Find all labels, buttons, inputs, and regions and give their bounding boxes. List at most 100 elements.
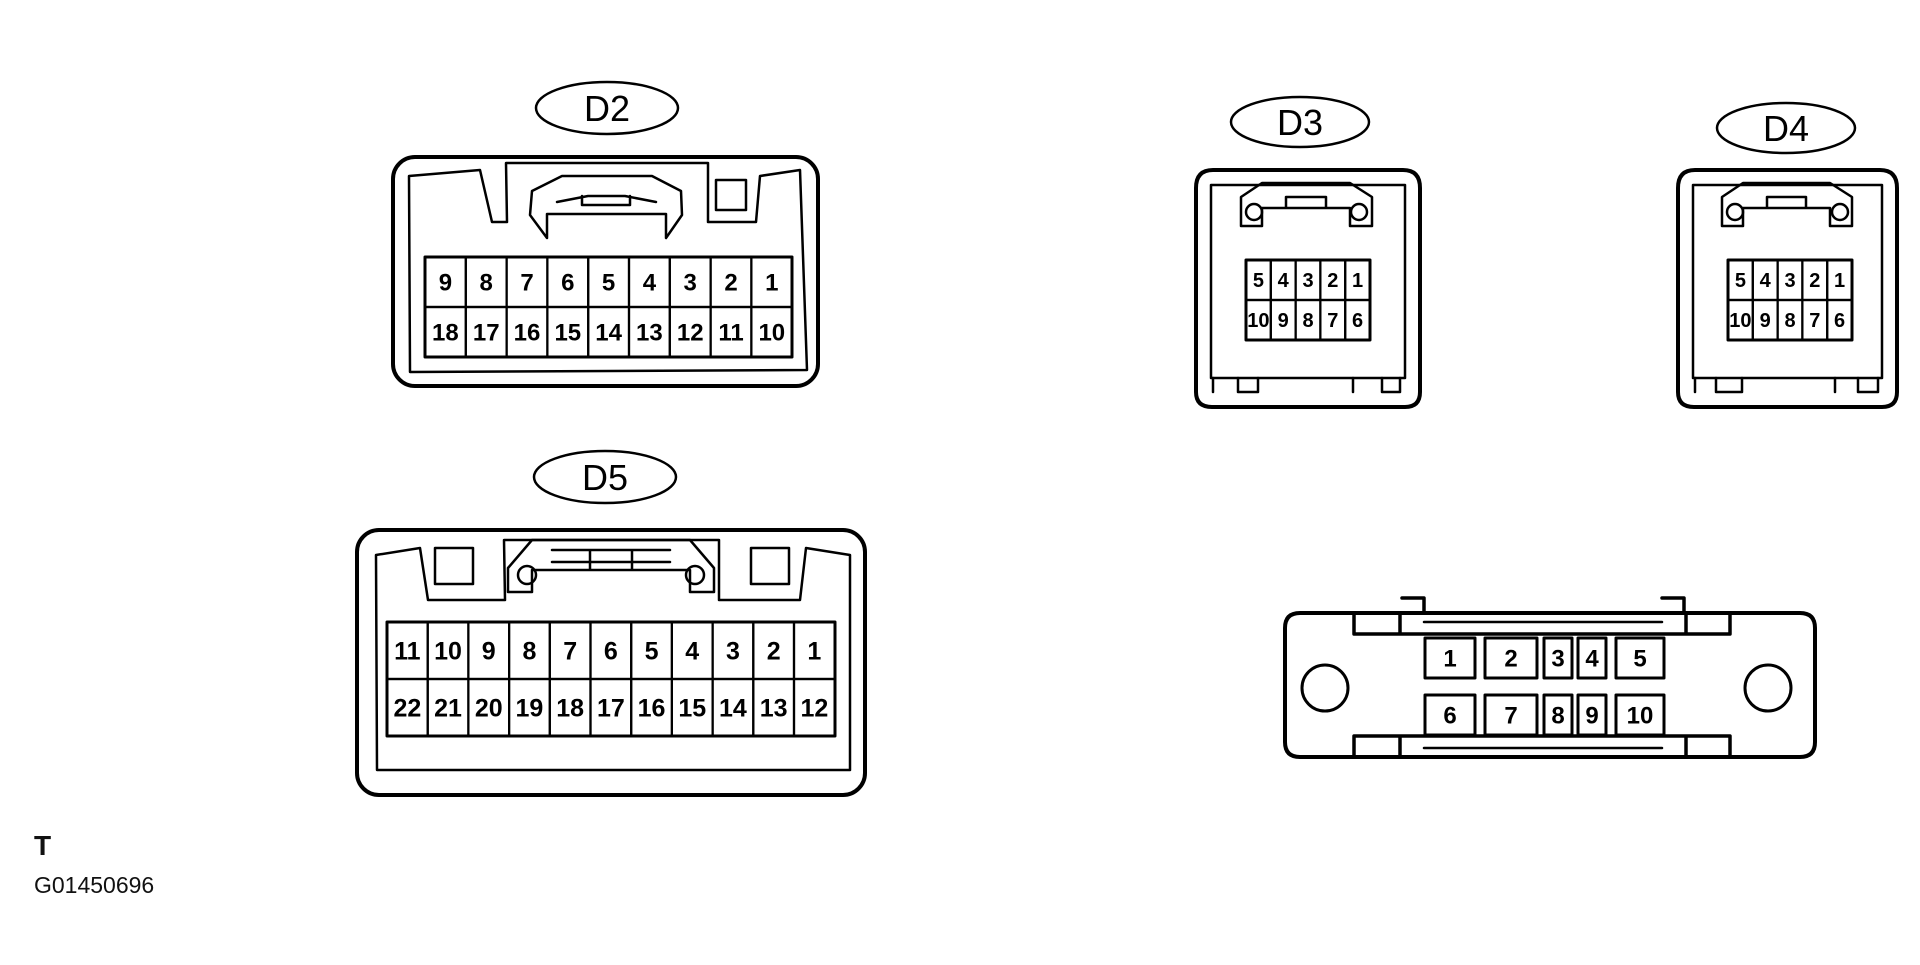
connector-d5-latch-hole-right: [684, 564, 706, 586]
pin-number: 2: [1504, 646, 1517, 673]
pin-cell: [1423, 693, 1477, 737]
pin-number: 13: [636, 320, 663, 347]
connector-d4-feet: [1693, 376, 1880, 394]
pin-number: 9: [1585, 703, 1598, 730]
connector-unlabeled-mount-hole-right: [1743, 663, 1793, 713]
pin-number: 6: [561, 270, 574, 297]
pin-cell: [1542, 636, 1574, 680]
pin-number: 5: [602, 270, 615, 297]
pin-cell: [1483, 636, 1539, 680]
pin-number: 4: [685, 638, 699, 666]
pin-number: 4: [643, 270, 657, 297]
pin-number: 9: [1760, 310, 1771, 332]
pin-number: 1: [807, 638, 821, 666]
pin-number: 16: [514, 320, 541, 347]
connector-d3-latch: [1239, 181, 1374, 228]
pin-number: 14: [719, 695, 747, 723]
connector-d5-label: D5: [582, 457, 628, 498]
pin-cell: [1576, 636, 1608, 680]
pin-number: 6: [1352, 310, 1363, 332]
connector-unlabeled-flange: [1283, 611, 1817, 759]
connector-d5-latch: [506, 538, 716, 594]
pin-number: 17: [473, 320, 500, 347]
pin-number: 10: [1627, 703, 1654, 730]
connector-d5-key-slot-right: [749, 546, 791, 586]
pin-number: 3: [1551, 646, 1564, 673]
pin-number: 1: [1834, 270, 1845, 292]
pin-number: 3: [1302, 270, 1313, 292]
connector-d2-inner-outline: [407, 161, 809, 374]
pin-number: 4: [1278, 270, 1290, 292]
caption-reference: G01450696: [34, 872, 155, 898]
pin-number: 9: [482, 638, 496, 666]
pin-number: 10: [1247, 310, 1269, 332]
pin-number: 2: [1809, 270, 1820, 292]
pin-number: 8: [1784, 310, 1795, 332]
pin-cell: [1483, 693, 1539, 737]
pin-number: 9: [439, 270, 452, 297]
connector-d4-housing: [1676, 168, 1899, 409]
pin-number: 22: [393, 695, 421, 723]
pin-number: 11: [718, 320, 743, 347]
pin-number: 20: [475, 695, 503, 723]
pin-number: 19: [516, 695, 544, 723]
connector-d5-inner-outline: [374, 538, 852, 772]
connector-d3-label: D3: [1277, 102, 1323, 143]
pin-number: 2: [1327, 270, 1338, 292]
connector-d4-inner-outline: [1691, 183, 1884, 380]
pin-number: 7: [1504, 703, 1517, 730]
pin-number: 14: [595, 320, 622, 347]
pin-number: 10: [434, 638, 462, 666]
pin-number: 13: [760, 695, 788, 723]
pin-cell: [1614, 693, 1666, 737]
connector-d3-feet: [1211, 376, 1402, 394]
pin-number: 7: [520, 270, 533, 297]
pin-cell: [792, 677, 836, 738]
connector-d3-housing: [1194, 168, 1422, 409]
pin-cell: [1826, 298, 1854, 342]
pin-number: 3: [684, 270, 697, 297]
pin-number: 16: [638, 695, 666, 723]
pin-number: 9: [1278, 310, 1289, 332]
pin-number: 18: [556, 695, 584, 723]
pin-number: 8: [1551, 703, 1564, 730]
pin-number: 3: [726, 638, 740, 666]
pin-number: 8: [1302, 310, 1313, 332]
connector-d5-label-oval: [532, 449, 678, 505]
pin-number: 5: [1735, 270, 1746, 292]
pin-number: 2: [767, 638, 781, 666]
pin-cell: [1542, 693, 1574, 737]
pin-number: 6: [604, 638, 618, 666]
pin-number: 3: [1784, 270, 1795, 292]
connector-d4-label-oval: [1715, 101, 1857, 155]
pin-number: 10: [758, 320, 785, 347]
pin-number: 2: [724, 270, 737, 297]
connector-d4-latch-hole-right: [1830, 202, 1850, 222]
connector-unlabeled-body: [1352, 596, 1732, 759]
pin-cell: [1576, 693, 1608, 737]
connector-d2-housing: [391, 155, 820, 388]
connector-d4-latch: [1720, 181, 1854, 228]
connector-d2-latch: [528, 174, 684, 240]
connector-d2-key-slot: [714, 178, 748, 212]
pin-number: 17: [597, 695, 625, 723]
connector-d4-label: D4: [1763, 108, 1809, 149]
pin-number: 5: [1253, 270, 1264, 292]
caption-code: T: [34, 830, 52, 861]
connector-d3-label-oval: [1229, 95, 1371, 149]
connector-d2-label: D2: [584, 88, 630, 129]
connector-d5-key-slot-left: [433, 546, 475, 586]
pin-number: 10: [1729, 310, 1751, 332]
pin-number: 15: [678, 695, 706, 723]
pin-number: 7: [1809, 310, 1820, 332]
pin-number: 7: [563, 638, 577, 666]
pin-number: 1: [765, 270, 778, 297]
